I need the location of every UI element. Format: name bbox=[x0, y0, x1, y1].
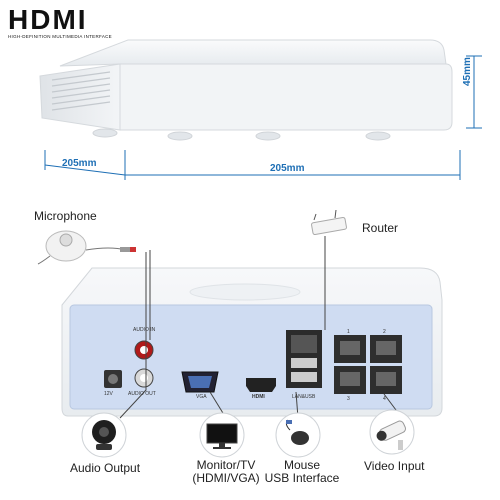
hdmi-port-label: HDMI bbox=[252, 394, 265, 400]
width-dimension-label: 205mm bbox=[270, 163, 305, 174]
hdmi-logo-text: HDMI bbox=[8, 4, 88, 35]
depth-dimension-label: 205mm bbox=[62, 158, 97, 169]
mouse-label-line1: Mouse bbox=[283, 458, 321, 472]
mouse-label: Mouse USB Interface bbox=[262, 459, 342, 485]
poe-port-4-label: 4 bbox=[383, 396, 386, 402]
audio-in-label: AUDIO IN bbox=[133, 327, 156, 333]
vga-label: VGA bbox=[196, 394, 207, 400]
router-label: Router bbox=[362, 221, 399, 235]
hdmi-logo-tagline: HIGH-DEFINITION MULTIMEDIA INTERFACE bbox=[8, 34, 112, 39]
back-panel-diagram bbox=[37, 209, 443, 458]
monitor-label-line1: Monitor/TV bbox=[196, 458, 256, 472]
mouse-label-line2: USB Interface bbox=[264, 471, 340, 485]
height-dimension-label: 45mm bbox=[462, 57, 473, 86]
monitor-label-line2: (HDMI/VGA) bbox=[192, 471, 260, 485]
audio-output-label: Audio Output bbox=[70, 461, 141, 475]
video-input-label: Video Input bbox=[364, 459, 425, 473]
power-label: 12V bbox=[104, 391, 113, 397]
device-top-view bbox=[39, 39, 482, 180]
lan-usb-label: LAN&USB bbox=[292, 394, 316, 400]
hdmi-logo: HDMI HIGH-DEFINITION MULTIMEDIA INTERFAC… bbox=[8, 4, 128, 40]
audio-out-label: AUDIO OUT bbox=[128, 391, 156, 397]
microphone-label: Microphone bbox=[34, 209, 97, 223]
poe-port-1-label: 1 bbox=[347, 329, 350, 335]
poe-port-3-label: 3 bbox=[347, 396, 350, 402]
monitor-label: Monitor/TV (HDMI/VGA) bbox=[186, 459, 266, 485]
poe-port-2-label: 2 bbox=[383, 329, 386, 335]
